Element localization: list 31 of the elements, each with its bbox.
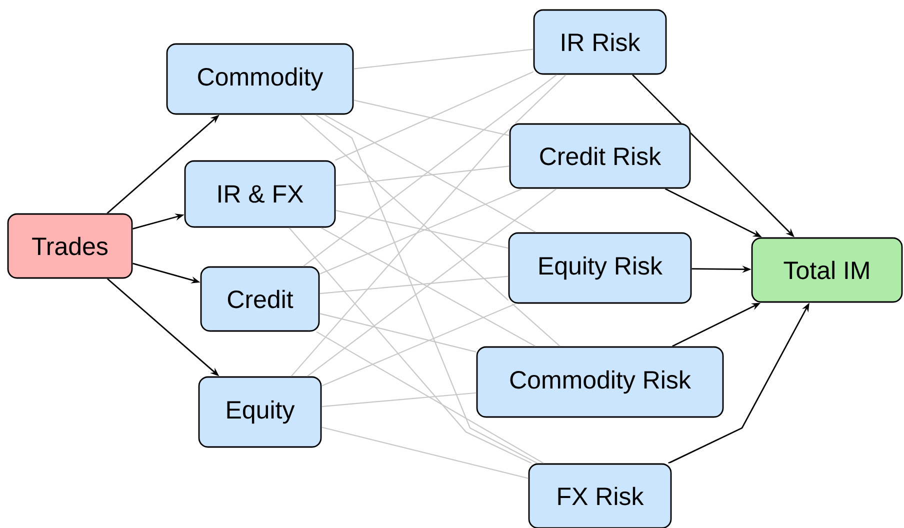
- connector-line: [307, 188, 557, 377]
- process-box: FX Risk: [528, 463, 672, 528]
- connector-line: [302, 74, 558, 267]
- source-box: Trades: [7, 213, 133, 279]
- connector-line: [322, 426, 528, 479]
- connector-line: [300, 114, 560, 347]
- process-box: IR Risk: [533, 9, 667, 75]
- connector-line: [322, 392, 476, 408]
- connector-line: [322, 303, 516, 386]
- connector-line: [320, 276, 508, 294]
- process-box: Commodity Risk: [476, 346, 724, 418]
- process-box: Equity: [198, 376, 322, 448]
- process-box: Credit: [200, 266, 320, 332]
- process-box: IR & FX: [184, 160, 336, 228]
- connector-line: [316, 331, 544, 464]
- connector-line: [336, 166, 510, 186]
- total-box: Total IM: [751, 237, 903, 303]
- connector-line: [320, 188, 523, 274]
- connector-line: [320, 313, 476, 352]
- connector-line: [324, 114, 536, 233]
- connector-line: [290, 74, 566, 377]
- connector-line: [334, 71, 534, 161]
- connector-line: [315, 114, 538, 464]
- connector-line: [288, 227, 532, 464]
- connector-line: [336, 210, 508, 249]
- connector-line: [320, 227, 536, 347]
- connector-line: [354, 48, 534, 70]
- process-box: Commodity: [166, 43, 354, 115]
- connector-line: [354, 100, 510, 136]
- process-box: Credit Risk: [509, 123, 691, 189]
- process-box: Equity Risk: [508, 232, 692, 304]
